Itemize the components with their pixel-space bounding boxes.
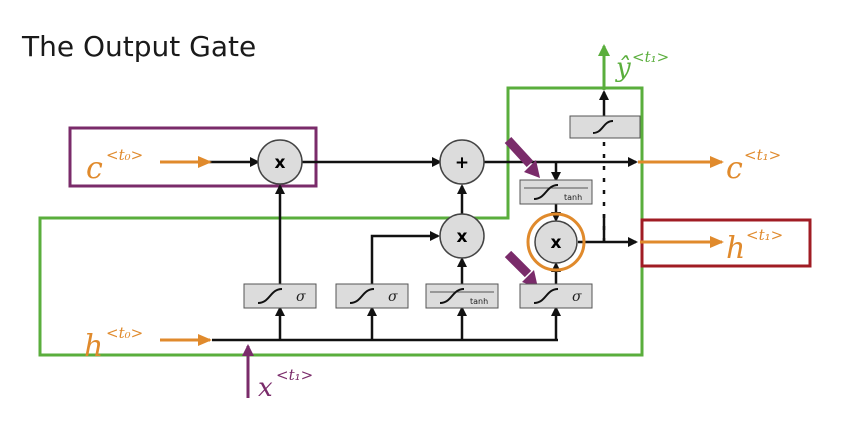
output-gate-region (38, 86, 644, 357)
output-multiply: x (526, 212, 586, 272)
svg-text:σ: σ (388, 289, 398, 305)
highlight-arrow-tanh (504, 136, 534, 168)
label-x-input: x <t₁> (258, 366, 313, 403)
svg-text:<t₀>: <t₀> (106, 146, 143, 164)
svg-text:<t₁>: <t₁> (744, 146, 781, 164)
svg-text:<t₁>: <t₁> (276, 366, 313, 384)
svg-text:<t₀>: <t₀> (106, 324, 143, 342)
cell-add: + (439, 139, 485, 185)
label-c-next: c <t₁> (726, 146, 781, 186)
svg-text:tanh: tanh (470, 297, 488, 306)
svg-text:h: h (84, 329, 103, 364)
svg-text:<t₁>: <t₁> (632, 48, 669, 66)
label-h-next: h <t₁> (726, 226, 783, 266)
svg-text:<t₁>: <t₁> (746, 226, 783, 244)
forget-gate-sigma: σ (243, 283, 317, 309)
forget-multiply: x (257, 139, 303, 185)
svg-text:+: + (455, 153, 469, 173)
page-title: The Output Gate (22, 30, 257, 63)
highlight-arrow-output (504, 250, 532, 278)
label-y-hat: ŷ <t₁> (615, 48, 669, 83)
svg-text:tanh: tanh (564, 193, 582, 202)
svg-text:h: h (726, 231, 745, 266)
input-gate-sigma: σ (335, 283, 409, 309)
candidate-gate-tanh: tanh (425, 283, 499, 309)
svg-text:x: x (457, 227, 468, 247)
svg-text:σ: σ (572, 289, 582, 305)
input-multiply: x (439, 213, 485, 259)
svg-text:σ: σ (296, 289, 306, 305)
svg-text:c: c (726, 151, 743, 186)
cell-tanh: tanh (519, 179, 593, 205)
svg-text:x: x (275, 153, 286, 173)
svg-text:x: x (258, 373, 273, 403)
c-prev-box (68, 126, 318, 188)
label-h-prev: h <t₀> (84, 324, 143, 364)
prediction-activation (569, 115, 641, 139)
svg-text:ŷ: ŷ (615, 53, 631, 83)
highlight-arrowhead-tanh (524, 160, 540, 178)
output-gate-sigma: σ (519, 283, 593, 309)
input-gate-to-multiply (370, 231, 440, 284)
label-c-prev: c <t₀> (86, 146, 143, 186)
svg-text:x: x (551, 233, 562, 253)
svg-text:c: c (86, 151, 103, 186)
